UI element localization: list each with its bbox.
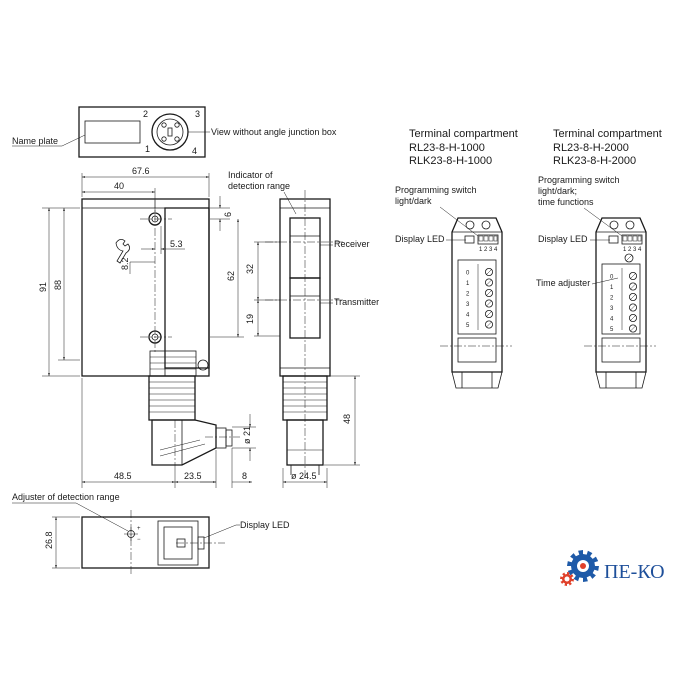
- gear-icon: [560, 550, 599, 586]
- dim-62: 62: [226, 271, 236, 281]
- svg-text:−: −: [137, 537, 141, 543]
- terminal-compartment-right: Terminal compartment RL23-8-H-2000 RLK23…: [536, 128, 662, 389]
- terminal-number: 1: [610, 285, 614, 291]
- compartment-left-title: Terminal compartment: [409, 128, 518, 140]
- terminal-number: 5: [610, 327, 614, 333]
- logo-text: ПЕ-КО: [604, 561, 665, 583]
- display-led-bottom-label: Display LED: [240, 520, 290, 530]
- compartment-left-model1: RL23-8-H-1000: [409, 142, 485, 154]
- screw-slot: [630, 273, 636, 279]
- compartment-right-led-label: Display LED: [538, 234, 588, 244]
- terminal-screw: [629, 271, 638, 280]
- terminal-screw: [484, 299, 493, 308]
- compartment-right-switch-numbers: 1 2 3 4: [623, 247, 642, 253]
- compartment-right-switch-line1: Programming switch: [538, 175, 620, 185]
- transmitter-label: Transmitter: [334, 297, 379, 307]
- compartment-right-title: Terminal compartment: [553, 128, 662, 140]
- terminal-screw: [484, 278, 493, 287]
- screw-slot: [486, 269, 492, 275]
- dim-48: 48: [342, 414, 352, 424]
- terminal-screw: [484, 309, 493, 318]
- terminal-number: 4: [610, 317, 614, 323]
- terminal-screw: [629, 282, 638, 291]
- screw-slot: [630, 325, 636, 332]
- terminal-compartment-left: Terminal compartment RL23-8-H-1000 RLK23…: [395, 128, 518, 389]
- terminal-number: 1: [466, 281, 470, 287]
- dim-d24-5: ø 24.5: [291, 471, 317, 481]
- terminal-screw: [629, 313, 638, 322]
- top-view: 2 3 1 4 View without angle junction box …: [12, 106, 337, 158]
- terminal-number: 5: [466, 323, 470, 329]
- compartment-right-model1: RL23-8-H-2000: [553, 142, 629, 154]
- side-view: Indicator of detection range Receiver Tr…: [228, 170, 379, 488]
- dim-26-8: 26.8: [44, 531, 54, 549]
- indicator-label-line2: detection range: [228, 181, 290, 191]
- terminal-screw: [484, 320, 493, 329]
- name-plate-label: Name plate: [12, 136, 58, 146]
- compartment-left-switch-line1: Programming switch: [395, 185, 477, 195]
- terminal-number: 2: [466, 292, 470, 298]
- dim-19: 19: [245, 314, 255, 324]
- terminal-screw: [629, 324, 638, 333]
- screw-slot: [630, 294, 636, 300]
- view-without-junction-label: View without angle junction box: [211, 127, 337, 137]
- pin-label: 3: [195, 109, 200, 119]
- compartment-left-model2: RLK23-8-H-1000: [409, 155, 492, 167]
- terminal-screw: [484, 267, 493, 276]
- pin-label: 4: [192, 146, 197, 156]
- screw-slot: [486, 279, 492, 286]
- compartment-right-model2: RLK23-8-H-2000: [553, 155, 636, 167]
- terminal-number: 3: [610, 306, 614, 312]
- dim-23-5: 23.5: [184, 471, 202, 481]
- compartment-left-led-label: Display LED: [395, 234, 445, 244]
- terminal-number: 0: [610, 275, 614, 281]
- terminal-screw: [629, 303, 638, 312]
- screw-slot: [630, 304, 636, 311]
- logo: ПЕ-КО: [560, 550, 665, 586]
- dim-32: 32: [245, 264, 255, 274]
- screw-slot: [486, 300, 492, 307]
- compartment-left-switch-numbers: 1 2 3 4: [479, 247, 498, 253]
- compartment-right-switch-line3: time functions: [538, 197, 594, 207]
- terminal-screw: [629, 292, 638, 301]
- dim-91: 91: [38, 282, 48, 292]
- dim-8-2: 8.2: [120, 257, 130, 270]
- dim-8: 8: [242, 471, 247, 481]
- front-view: [81, 198, 240, 470]
- compartment-right-switch-line2: light/dark;: [538, 186, 577, 196]
- dim-48-5: 48.5: [114, 471, 132, 481]
- terminal-number: 2: [610, 296, 614, 302]
- compartment-left-switch-line2: light/dark: [395, 196, 432, 206]
- screw-slot: [486, 290, 492, 296]
- receiver-label: Receiver: [334, 239, 370, 249]
- pin-label: 1: [145, 144, 150, 154]
- adjuster-label: Adjuster of detection range: [12, 492, 120, 502]
- terminal-number: 4: [466, 313, 470, 319]
- pin-label: 2: [143, 109, 148, 119]
- front-dimensions: 67.6 40 6 5.3 8.2 91 88 62: [38, 166, 280, 488]
- dim-6: 6: [223, 212, 233, 217]
- terminal-number: 3: [466, 302, 470, 308]
- time-adjuster-label: Time adjuster: [536, 278, 590, 288]
- svg-text:+: +: [137, 526, 141, 532]
- dim-d21: ø 21: [242, 426, 252, 444]
- screw-slot: [630, 283, 636, 290]
- bottom-view: + − Adjuster of detection range Display …: [12, 492, 290, 575]
- terminal-screw: [484, 288, 493, 297]
- dim-67-6: 67.6: [132, 166, 150, 176]
- dim-40: 40: [114, 181, 124, 191]
- screw-slot: [630, 315, 636, 321]
- screw-slot: [486, 311, 492, 317]
- dim-5-3: 5.3: [170, 239, 183, 249]
- indicator-label-line1: Indicator of: [228, 170, 273, 180]
- terminal-number: 0: [466, 271, 470, 277]
- screw-slot: [486, 321, 492, 328]
- dim-88: 88: [53, 280, 63, 290]
